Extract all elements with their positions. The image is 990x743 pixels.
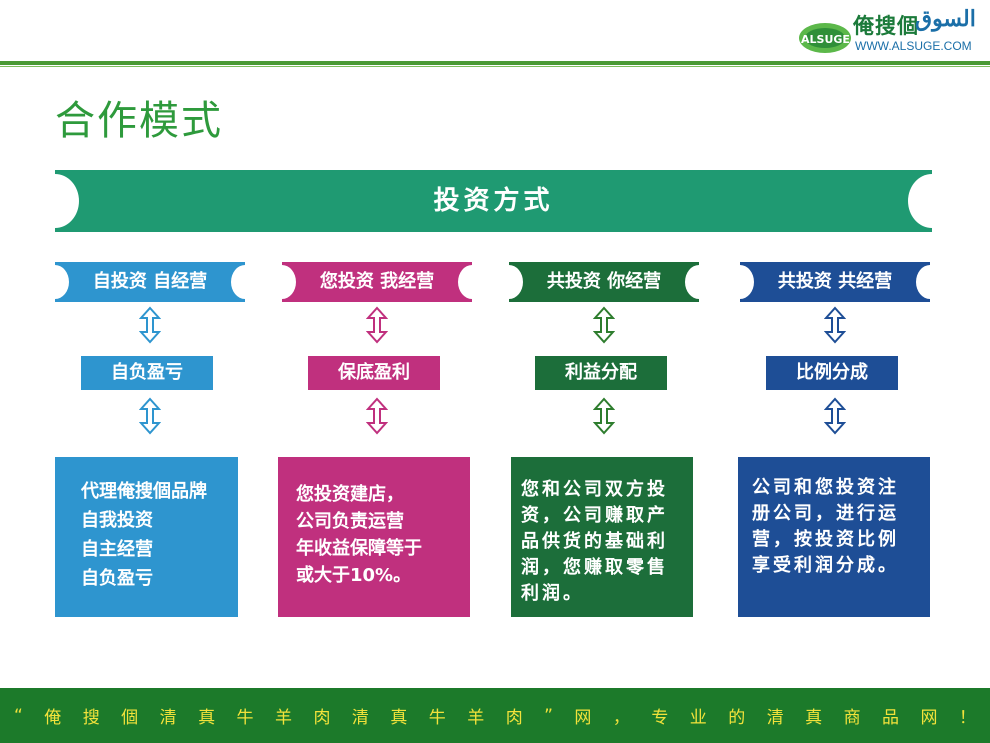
mode-column-4: 共投资 共经营 比例分成 公司和您投资注 册公司，进行运 营，按投资比例 享受利… (738, 262, 930, 620)
slogan-char: ” (544, 705, 553, 726)
slogan-char: 真 (198, 708, 216, 728)
description-line: 自主经营 (81, 539, 153, 560)
slogan-char: 肉 (505, 708, 523, 728)
double-arrow-icon (593, 397, 615, 435)
slogan-char: ， (612, 708, 630, 728)
description-line: 公司负责运营 (296, 511, 404, 532)
brand-logo: ALSUGE 俺搜個 السوق WWW.ALSUGE.COM (795, 6, 980, 58)
mode-description: 代理俺搜個品牌 自我投资 自主经营 自负盈亏 (55, 457, 238, 617)
description-line: 品供货的基础利 (521, 531, 668, 552)
mode-tag-label: 自投资 自经营 (92, 271, 208, 292)
slogan-char: 真 (390, 708, 408, 728)
mode-result-label: 自负盈亏 (81, 356, 213, 390)
description-line: 营，按投资比例 (752, 529, 899, 550)
logo-badge-icon: ALSUGE (799, 23, 851, 53)
slogan-char: 的 (728, 708, 746, 728)
banner-shape (55, 170, 932, 232)
slogan-char: 個 (121, 708, 139, 728)
double-arrow-icon (366, 306, 388, 344)
description-line: 自负盈亏 (81, 568, 153, 589)
header-divider-thin (0, 66, 990, 67)
footer-slogan: “ 俺 搜 個 清 真 牛 羊 肉 清 真 牛 羊 肉 ” 网 ， 专 业 的 … (0, 688, 990, 743)
mode-tag-shape (55, 262, 245, 302)
mode-result-label: 利益分配 (535, 356, 667, 390)
slogan-char: 清 (766, 708, 784, 728)
slogan-char: 专 (651, 708, 669, 728)
slogan-char: 网 (920, 708, 938, 728)
slogan-char: 牛 (428, 708, 446, 728)
header-divider (0, 61, 990, 65)
mode-result-label: 保底盈利 (308, 356, 440, 390)
description-line: 您投资建店， (296, 484, 404, 505)
slogan-char: 品 (882, 708, 900, 728)
logo-badge-text: ALSUGE (801, 33, 850, 46)
mode-description: 您投资建店， 公司负责运营 年收益保障等于 或大于10%。 (278, 457, 470, 617)
page-title: 合作模式 (55, 98, 223, 144)
mode-tag-label: 共投资 你经营 (546, 271, 662, 292)
mode-description: 您和公司双方投 资，公司赚取产 品供货的基础利 润，您赚取零售 利润。 (511, 457, 693, 617)
slogan-char: 真 (805, 708, 823, 728)
slogan-char: 俺 (44, 708, 62, 728)
description-line: 利润。 (521, 583, 584, 604)
slogan-char: ！ (958, 708, 976, 728)
slogan-char: 搜 (82, 708, 100, 728)
slogan-char: 清 (159, 708, 177, 728)
slogan-char: 业 (689, 708, 707, 728)
double-arrow-icon (139, 397, 161, 435)
slogan-char: 网 (574, 708, 592, 728)
mode-tag-shape (282, 262, 472, 302)
slogan-char: 商 (843, 708, 861, 728)
mode-tag-shape (740, 262, 930, 302)
slogan-char: 牛 (236, 708, 254, 728)
logo-arabic: السوق (915, 6, 976, 32)
description-line: 代理俺搜個品牌 (81, 481, 207, 502)
mode-description: 公司和您投资注 册公司，进行运 营，按投资比例 享受利润分成。 (738, 457, 930, 617)
mode-tag-label: 您投资 我经营 (319, 271, 435, 292)
double-arrow-icon (139, 306, 161, 344)
investment-banner: 投资方式 (55, 170, 932, 232)
mode-tag-label: 共投资 共经营 (777, 271, 893, 292)
banner-title: 投资方式 (433, 186, 554, 216)
double-arrow-icon (593, 306, 615, 344)
double-arrow-icon (824, 397, 846, 435)
description-line: 公司和您投资注 (752, 477, 899, 498)
slogan-char: 羊 (274, 708, 292, 728)
logo-chinese: 俺搜個 (853, 14, 919, 38)
slogan-char: “ (14, 705, 23, 726)
description-line: 册公司，进行运 (752, 503, 899, 524)
slogan-char: 清 (351, 708, 369, 728)
description-line: 或大于10%。 (296, 565, 412, 586)
slogan-char: 羊 (467, 708, 485, 728)
double-arrow-icon (824, 306, 846, 344)
mode-result-label: 比例分成 (766, 356, 898, 390)
mode-column-2: 您投资 我经营 保底盈利 您投资建店， 公司负责运营 年收益保障等于 或大于10… (278, 262, 472, 620)
logo-url: WWW.ALSUGE.COM (855, 39, 972, 53)
double-arrow-icon (366, 397, 388, 435)
description-line: 润，您赚取零售 (521, 557, 668, 578)
slogan-char: 肉 (313, 708, 331, 728)
description-line: 年收益保障等于 (296, 538, 422, 559)
mode-column-3: 共投资 你经营 利益分配 您和公司双方投 资，公司赚取产 品供货的基础利 润，您… (509, 262, 699, 620)
mode-column-1: 自投资 自经营 自负盈亏 代理俺搜個品牌 自我投资 自主经营 自负盈亏 (55, 262, 245, 620)
description-line: 您和公司双方投 (521, 479, 668, 500)
mode-tag-shape (509, 262, 699, 302)
description-line: 自我投资 (81, 510, 153, 531)
description-line: 享受利润分成。 (752, 555, 899, 576)
description-line: 资，公司赚取产 (521, 505, 668, 526)
